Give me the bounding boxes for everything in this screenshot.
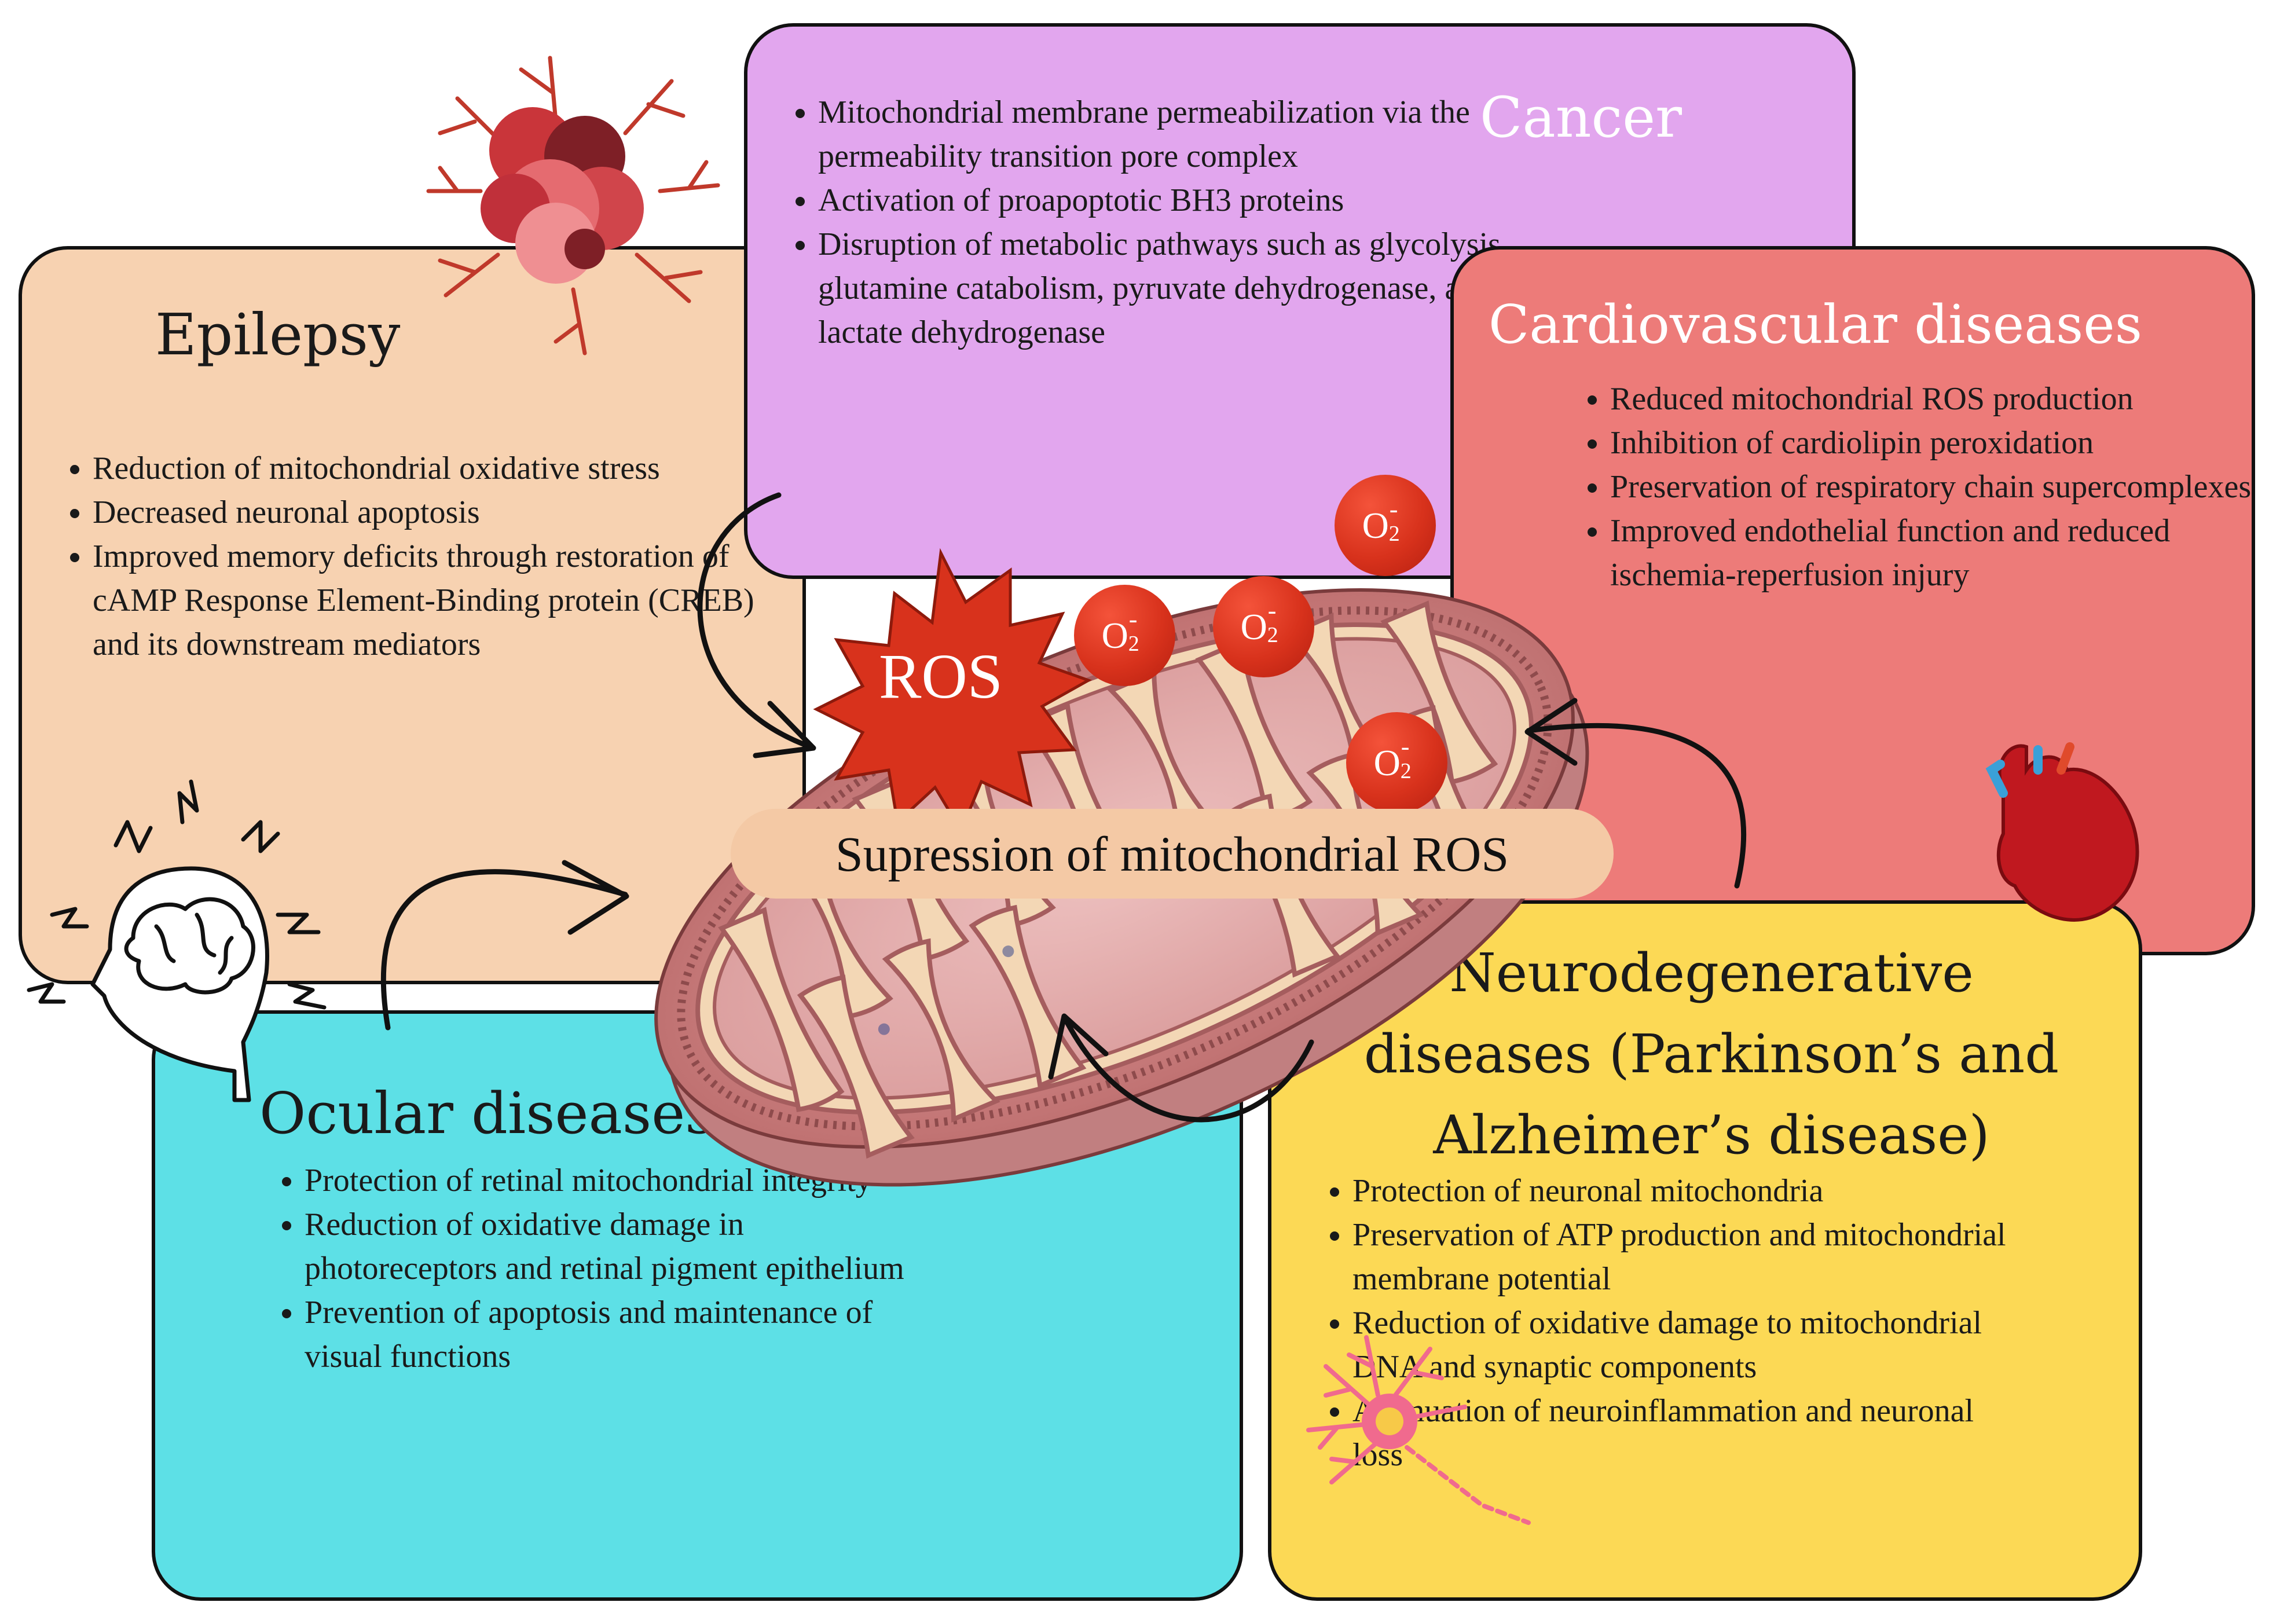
epilepsy-item: Reduction of mitochondrial oxidative str… (93, 446, 764, 490)
center-label: Supression of mitochondrial ROS (731, 809, 1614, 899)
cardio-item: Preservation of respiratory chain superc… (1610, 465, 2264, 509)
neuro-item: Protection of neuronal mitochondria (1352, 1169, 2024, 1213)
arrowhead-cancer (753, 701, 816, 758)
cardio-title: Cardiovascular diseases (1489, 294, 2142, 355)
epilepsy-list: Reduction of mitochondrial oxidative str… (52, 446, 764, 666)
arrow-cancer-to-mito (697, 492, 813, 750)
ocular-list: Protection of retinal mitochondrial inte… (264, 1159, 941, 1379)
arrowhead-ocular (562, 860, 629, 935)
cardio-item: Improved endothelial function and reduce… (1610, 509, 2264, 597)
arrow-neuro-to-mito (1062, 1016, 1314, 1123)
epilepsy-title: Epilepsy (155, 302, 401, 368)
arrow-ocular-to-mito (380, 869, 628, 1031)
neuro-list: Protection of neuronal mitochondria Pres… (1312, 1169, 2024, 1477)
neuro-item: Preservation of ATP production and mitoc… (1352, 1213, 2024, 1301)
cancer-item: Disruption of metabolic pathways such as… (818, 222, 1513, 354)
cancer-item: Activation of proapoptotic BH3 proteins (818, 178, 1513, 222)
ocular-item: Prevention of apoptosis and maintenance … (305, 1291, 941, 1379)
ocular-item: Reduction of oxidative damage in photore… (305, 1203, 941, 1291)
cardio-item: Reduced mitochondrial ROS production (1610, 377, 2264, 421)
cardio-item: Inhibition of cardiolipin peroxidation (1610, 421, 2264, 465)
cancer-list: Mitochondrial membrane permeabilization … (778, 90, 1513, 354)
ros-label: ROS (879, 641, 1003, 712)
arrow-cardio-to-mito (1526, 723, 1746, 889)
neuro-item: Reduction of oxidative damage to mitocho… (1352, 1301, 2024, 1389)
epilepsy-item: Decreased neuronal apoptosis (93, 490, 764, 534)
cardio-list: Reduced mitochondrial ROS production Inh… (1570, 377, 2264, 597)
epilepsy-item: Improved memory deficits through restora… (93, 534, 764, 666)
epilepsy-panel: Epilepsy Reduction of mitochondrial oxid… (19, 246, 806, 984)
arrowhead-cardio (1524, 698, 1578, 766)
neuro-panel: Neurodegenerative diseases (Parkinson’s … (1268, 900, 2142, 1601)
ocular-title: Ocular diseases (259, 1081, 714, 1147)
neuro-title: Neurodegenerative diseases (Parkinson’s … (1363, 942, 2059, 1166)
cancer-title: Cancer (1480, 85, 1682, 150)
arrowhead-neuro (1048, 1013, 1109, 1080)
cancer-item: Mitochondrial membrane permeabilization … (818, 90, 1513, 178)
